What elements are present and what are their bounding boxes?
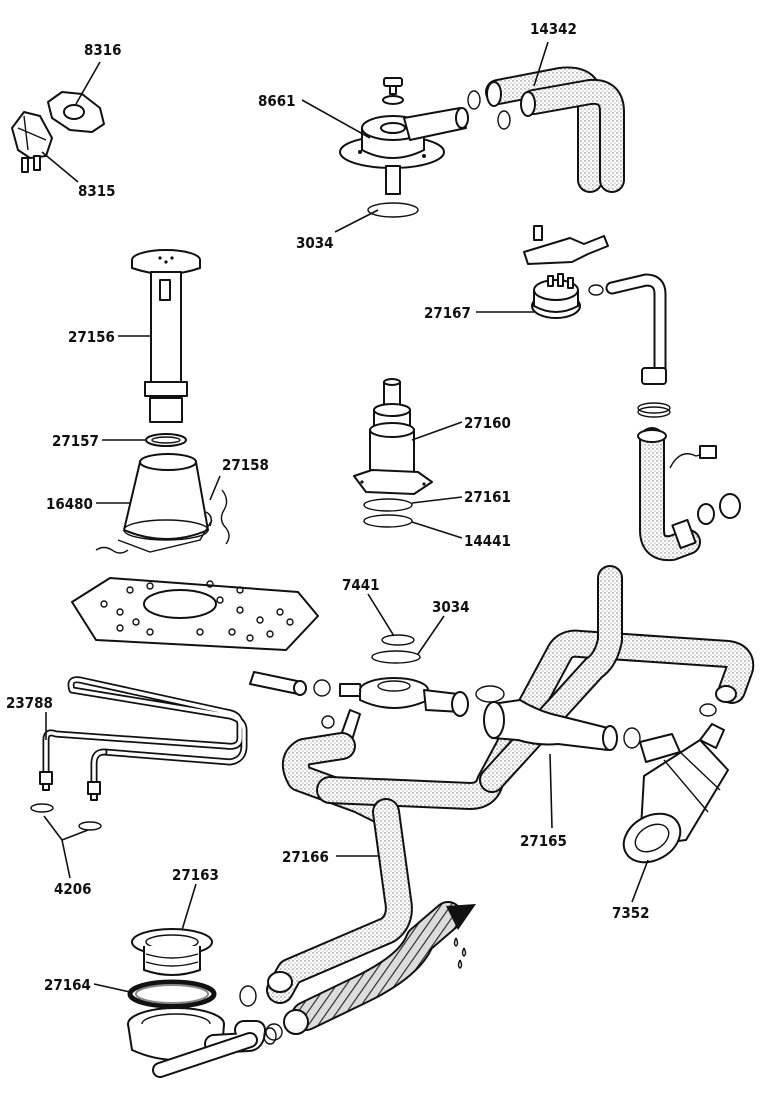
- o-ring-3034-top: [367, 202, 419, 218]
- label-4206: 4206: [54, 880, 92, 898]
- label-14441: 14441: [464, 532, 511, 550]
- standpipe-group: [131, 249, 201, 423]
- hose-end: [715, 685, 737, 703]
- sump-strainer-group: [131, 928, 213, 976]
- label-27164: 27164: [44, 976, 91, 994]
- label-23788: 23788: [6, 694, 53, 712]
- coupling-clamp: [475, 685, 505, 703]
- sump-hub-group: [249, 671, 469, 741]
- screw-shank: [389, 85, 397, 95]
- funnel-spout: [403, 107, 467, 141]
- label-3034-mid: 3034: [432, 598, 470, 616]
- tube-clamp: [637, 402, 671, 414]
- standpipe-base: [149, 397, 183, 423]
- funnel-stem: [385, 165, 401, 195]
- label-27157: 27157: [52, 432, 99, 450]
- screw-washer: [382, 95, 404, 105]
- seal-4206: [78, 821, 102, 831]
- tub-bottom-plate: [71, 577, 319, 651]
- label-3034-top: 3034: [296, 234, 334, 252]
- pressure-switch-group: [523, 225, 609, 319]
- drain-hose-end: [283, 1009, 309, 1035]
- hub-clamp: [313, 679, 331, 697]
- pump-end-cap: [622, 812, 682, 864]
- hose-clamp: [699, 703, 717, 717]
- drain-hose-group: [265, 901, 476, 1041]
- label-8661: 8661: [258, 92, 296, 110]
- standpipe-collar: [144, 381, 188, 397]
- switch-body: [11, 111, 53, 159]
- bracket-screw: [533, 225, 543, 241]
- fill-funnel-group: [339, 77, 469, 195]
- hose-end: [486, 81, 502, 107]
- switch-terminal: [21, 157, 29, 173]
- label-8315: 8315: [78, 182, 116, 200]
- label-27165: 27165: [520, 832, 567, 850]
- hose-end: [520, 91, 536, 117]
- hose-27166-group: [266, 629, 755, 1004]
- label-27158: 27158: [222, 456, 269, 474]
- pump-flange: [353, 469, 433, 495]
- drain-clamp: [263, 1027, 277, 1045]
- switch-terminal: [33, 155, 41, 171]
- elbow-top: [637, 429, 667, 443]
- label-27166: 27166: [282, 848, 329, 866]
- pump-coupling-group: [475, 685, 641, 751]
- water-drops: [453, 937, 467, 969]
- filter-group: [95, 453, 230, 554]
- clip: [588, 284, 604, 296]
- tube-cap: [641, 367, 667, 385]
- element-terminal: [39, 771, 53, 785]
- label-27167: 27167: [424, 304, 471, 322]
- filter-screen: [95, 511, 213, 554]
- hose-end: [267, 971, 293, 993]
- flow-arrow: [446, 904, 476, 930]
- leader-lines: [41, 41, 649, 993]
- label-7352: 7352: [612, 904, 650, 922]
- vertical-drain-pipe: [479, 565, 623, 793]
- drain-clamp: [239, 985, 257, 1007]
- label-27161: 27161: [464, 488, 511, 506]
- seal-4206: [30, 803, 54, 813]
- o-ring-3034-mid: [371, 650, 421, 664]
- drain-pump-group: [622, 723, 729, 864]
- funnel-opening: [380, 122, 406, 134]
- label-27156: 27156: [68, 328, 115, 346]
- coupling-clamp: [623, 727, 641, 749]
- label-16480: 16480: [46, 495, 93, 513]
- o-ring-27161: [363, 498, 413, 512]
- filter-top: [139, 453, 197, 471]
- nut: [719, 493, 741, 519]
- hose-clamp: [497, 110, 511, 130]
- door-switch-group: [11, 91, 105, 173]
- label-7441: 7441: [342, 576, 380, 594]
- screw-head: [383, 77, 403, 87]
- gasket-hole: [63, 104, 85, 120]
- drain-clamp: [265, 1023, 283, 1041]
- heating-element: [39, 676, 248, 801]
- spout-end: [455, 107, 469, 129]
- mounting-bracket: [523, 235, 609, 265]
- pressure-tube-group: [605, 273, 671, 418]
- hose-14342-group: [467, 66, 625, 193]
- seal-27164: [127, 979, 217, 1009]
- pump-housing-group: [353, 378, 433, 495]
- nut: [697, 503, 715, 525]
- heater-elbow-group: [637, 427, 741, 562]
- part-labels: 8316 8315 8661 14342 3034 27156 27167 27…: [6, 20, 650, 994]
- element-terminal: [87, 781, 101, 795]
- o-ring-14441: [363, 514, 413, 528]
- label-27160: 27160: [464, 414, 511, 432]
- label-27163: 27163: [172, 866, 219, 884]
- hose-clamp: [467, 90, 481, 110]
- label-8316: 8316: [84, 41, 122, 59]
- o-ring-7441: [381, 634, 415, 646]
- label-14342: 14342: [530, 20, 577, 38]
- drain-body-group: [127, 985, 277, 1078]
